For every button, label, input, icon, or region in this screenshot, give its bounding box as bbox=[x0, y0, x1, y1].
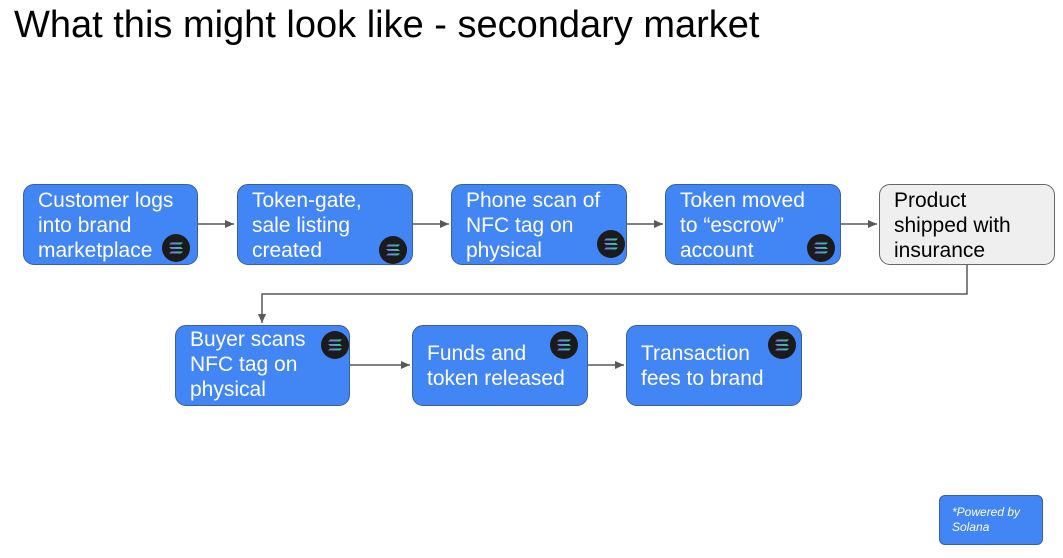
step-token-gate-listing: Token-gate, sale listing created bbox=[237, 184, 413, 265]
step-text-line: Product bbox=[894, 189, 967, 212]
step-text-line: Token-gate, bbox=[252, 189, 362, 212]
step-text-line: NFC tag on bbox=[190, 353, 298, 376]
step-text-line: account bbox=[680, 239, 754, 262]
arrow-step5-to-step6 bbox=[258, 265, 968, 323]
step-text-line: fees to brand bbox=[641, 366, 764, 390]
step-funds-token-released: Funds and token released bbox=[412, 325, 588, 406]
step-text-line: Customer logs bbox=[38, 189, 174, 212]
solana-logo-icon bbox=[379, 236, 407, 264]
step-customer-logs-in: Customer logs into brand marketplace bbox=[23, 184, 198, 265]
solana-logo-icon bbox=[321, 331, 349, 359]
solana-logo-icon bbox=[768, 331, 796, 359]
note-line: *Powered by bbox=[952, 505, 1021, 519]
step-text-line: physical bbox=[190, 378, 266, 401]
step-text-line: into brand bbox=[38, 214, 132, 237]
step-text-line: Phone scan of bbox=[466, 189, 601, 212]
step-text-line: token released bbox=[427, 366, 565, 390]
step-text-line: to “escrow” bbox=[680, 214, 784, 237]
step-text-line: shipped with bbox=[894, 214, 1011, 237]
step-text-line: insurance bbox=[894, 239, 986, 262]
solana-logo-icon bbox=[162, 234, 190, 262]
step-buyer-scans-nfc: Buyer scans NFC tag on physical bbox=[175, 325, 350, 406]
step-text-line: NFC tag on bbox=[466, 214, 574, 237]
step-text-line: Funds and bbox=[427, 341, 527, 365]
step-phone-scan-nfc: Phone scan of NFC tag on physical bbox=[451, 184, 627, 265]
page-title: What this might look like - secondary ma… bbox=[14, 4, 760, 46]
solana-logo-icon bbox=[597, 230, 625, 258]
step-transaction-fees: Transaction fees to brand bbox=[626, 325, 802, 406]
step-text-line: Transaction bbox=[641, 341, 750, 365]
step-token-escrow: Token moved to “escrow” account bbox=[665, 184, 841, 265]
step-text-line: Buyer scans bbox=[190, 328, 306, 351]
step-text-line: sale listing bbox=[252, 214, 351, 237]
step-text-line: marketplace bbox=[38, 239, 153, 262]
solana-logo-icon bbox=[807, 234, 835, 262]
powered-by-note: *Powered by Solana bbox=[939, 495, 1043, 545]
step-product-shipped: Product shipped with insurance bbox=[879, 184, 1055, 265]
step-text-line: Token moved bbox=[680, 189, 805, 212]
note-line: Solana bbox=[952, 520, 990, 534]
solana-logo-icon bbox=[550, 331, 578, 359]
step-text-line: physical bbox=[466, 239, 542, 262]
step-text-line: created bbox=[252, 239, 323, 262]
